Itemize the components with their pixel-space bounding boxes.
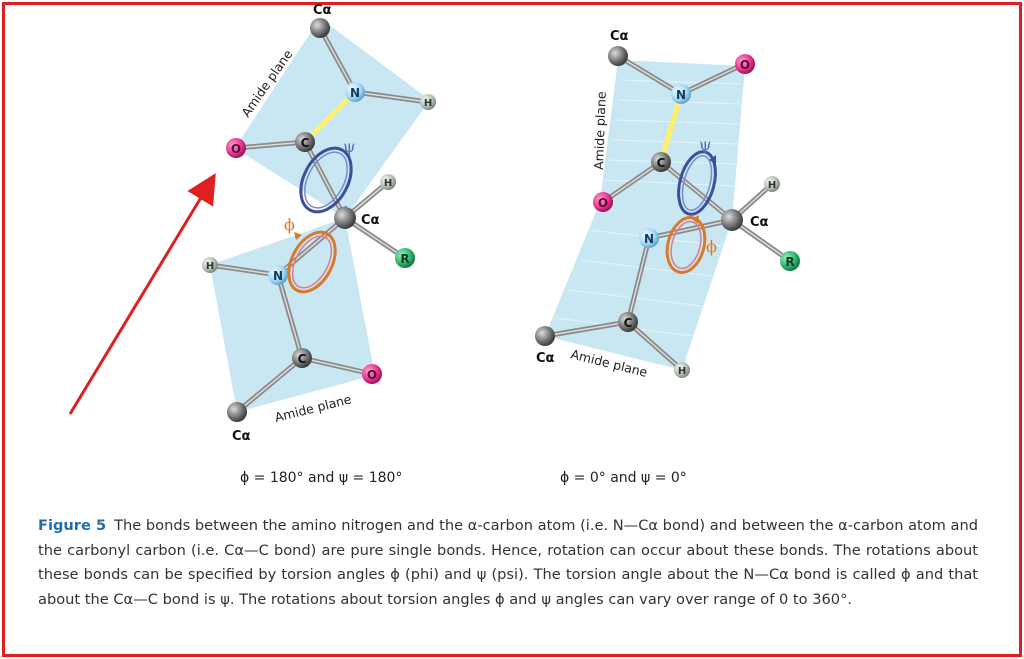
right-amide-plane-top-label: Amide plane — [591, 91, 609, 170]
right-n-bottom-atom: N — [639, 228, 659, 248]
left-h-top-atom: H — [420, 94, 436, 110]
svg-text:C: C — [657, 156, 666, 170]
caption-text: The bonds between the amino nitrogen and… — [38, 517, 978, 608]
right-c-top-atom: C — [651, 152, 671, 172]
svg-text:H: H — [384, 178, 392, 189]
svg-text:O: O — [367, 368, 377, 382]
svg-text:C: C — [298, 352, 307, 366]
right-psi-symbol: ψ — [699, 135, 712, 154]
figure-number: Figure 5 — [38, 517, 107, 534]
left-o-top-atom: O — [226, 138, 246, 158]
right-c-bottom-atom: C — [618, 312, 638, 332]
svg-text:N: N — [350, 86, 360, 100]
left-r-atom: R — [395, 248, 415, 268]
red-pointer-arrow — [68, 173, 216, 415]
right-ca-bottom-atom — [535, 326, 555, 346]
left-phi-symbol: ϕ — [284, 215, 295, 234]
left-amide-plane-bottom — [210, 218, 375, 412]
right-molecule: ψ ϕ N O C O H R N — [535, 29, 800, 380]
svg-text:C: C — [301, 136, 310, 150]
svg-text:H: H — [206, 261, 214, 272]
right-psi-ring — [677, 150, 717, 216]
left-n-top-atom: N — [345, 82, 365, 102]
left-ca-bottom-label: Cα — [232, 429, 251, 444]
left-ca-bottom-atom — [227, 402, 247, 422]
right-ca-center-label: Cα — [750, 215, 769, 230]
right-ca-top-label: Cα — [610, 29, 629, 44]
left-n-bottom-atom: N — [268, 265, 288, 285]
svg-text:C: C — [624, 316, 633, 330]
right-o-mid-atom: O — [593, 192, 613, 212]
right-o-top-atom: O — [735, 54, 755, 74]
svg-text:H: H — [678, 366, 686, 377]
right-h-side-atom: H — [764, 176, 780, 192]
svg-text:R: R — [785, 255, 794, 269]
left-psi-symbol: ψ — [343, 137, 356, 156]
left-ca-top-label: Cα — [313, 3, 332, 18]
left-o-bottom-atom: O — [362, 364, 382, 384]
svg-text:O: O — [231, 142, 241, 156]
left-angles-label: ϕ = 180° and ψ = 180° — [240, 470, 402, 486]
svg-text:H: H — [768, 180, 776, 191]
svg-text:N: N — [676, 88, 686, 102]
left-c-top-atom: C — [295, 132, 315, 152]
right-phi-ring — [665, 215, 707, 274]
svg-text:H: H — [424, 98, 432, 109]
left-ca-center-atom — [334, 207, 356, 229]
left-h-bottom-atom: H — [202, 257, 218, 273]
svg-text:O: O — [598, 196, 608, 210]
right-h-bottom-atom: H — [674, 362, 690, 378]
left-h-side-atom: H — [380, 174, 396, 190]
svg-text:N: N — [273, 269, 283, 283]
left-c-bottom-atom: C — [292, 348, 312, 368]
left-hydrogen-bond — [302, 89, 358, 145]
svg-text:O: O — [740, 58, 750, 72]
right-hydrogen-bond — [658, 91, 684, 165]
svg-text:N: N — [644, 232, 654, 246]
right-ca-top-atom — [608, 46, 628, 66]
left-molecule: ψ ϕ N H O C H R H — [202, 3, 436, 444]
left-ca-center-label: Cα — [361, 213, 380, 228]
right-phi-symbol: ϕ — [706, 237, 717, 256]
left-phi-ring — [287, 230, 337, 294]
right-r-atom: R — [780, 251, 800, 271]
svg-text:R: R — [400, 252, 409, 266]
right-n-top-atom: N — [671, 84, 691, 104]
right-ca-center-atom — [721, 209, 743, 231]
right-ca-bottom-label: Cα — [536, 351, 555, 366]
right-angles-label: ϕ = 0° and ψ = 0° — [560, 470, 687, 486]
left-ca-top-atom — [310, 18, 330, 38]
